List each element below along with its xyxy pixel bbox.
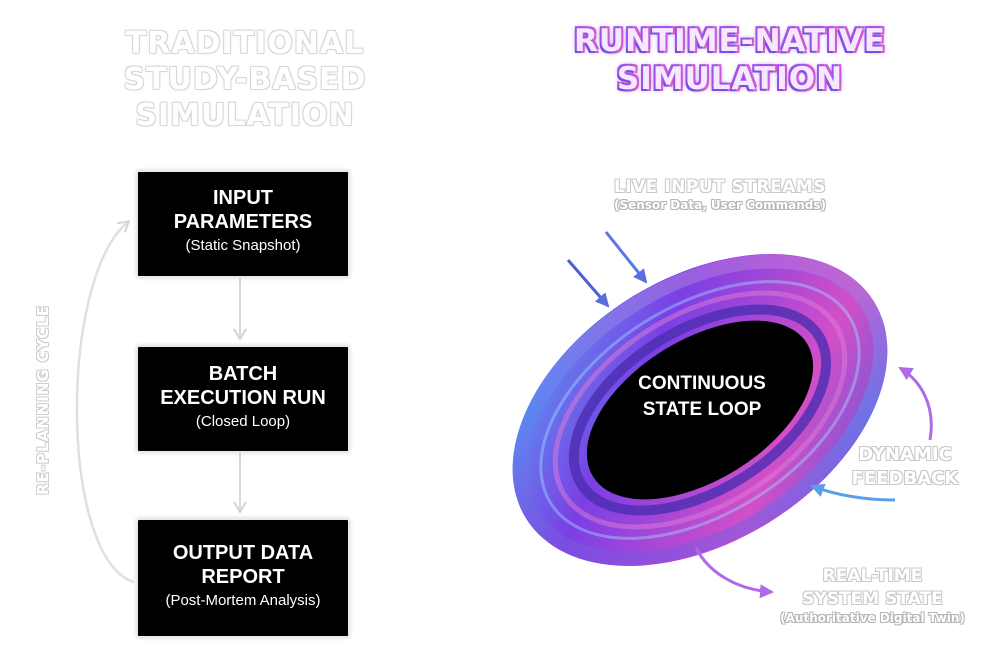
input-box-title-line-2: PARAMETERS bbox=[173, 211, 313, 233]
realtime-state-line-1: REAL-TIME bbox=[822, 566, 923, 586]
right-heading-line-1: RUNTIME-NATIVE bbox=[574, 23, 886, 59]
dynamic-feedback-arrow-lower bbox=[810, 483, 896, 502]
realtime-state-arrow bbox=[694, 547, 774, 599]
dynamic-feedback-label: DYNAMIC FEEDBACK bbox=[830, 443, 980, 491]
input-box-title-line-1: INPUT bbox=[213, 187, 273, 209]
batch-execution-box: BATCH EXECUTION RUN (Closed Loop) bbox=[136, 345, 350, 453]
input-parameters-box: INPUT PARAMETERS (Static Snapshot) bbox=[136, 170, 350, 278]
left-heading-line-1: TRADITIONAL bbox=[125, 26, 365, 61]
output-box-title-line-1: OUTPUT DATA bbox=[172, 542, 314, 564]
output-box-subtitle: (Post-Mortem Analysis) bbox=[165, 592, 321, 609]
output-report-box: OUTPUT DATA REPORT (Post-Mortem Analysis… bbox=[136, 518, 350, 638]
batch-box-subtitle: (Closed Loop) bbox=[195, 413, 291, 430]
replanning-cycle-label: RE-PLANNING CYCLE bbox=[28, 270, 58, 530]
loop-label-line-1: CONTINUOUS bbox=[638, 373, 766, 394]
loop-label-line-2: STATE LOOP bbox=[642, 399, 762, 420]
realtime-system-state-label: REAL-TIME SYSTEM STATE (Authoritative Di… bbox=[755, 565, 990, 625]
live-input-subtitle: (Sensor Data, User Commands) bbox=[614, 198, 826, 212]
continuous-state-loop-label: CONTINUOUS STATE LOOP bbox=[612, 371, 792, 423]
live-input-title: LIVE INPUT STREAMS bbox=[613, 177, 827, 197]
replanning-cycle-arrow bbox=[75, 220, 135, 584]
left-heading-line-2: STUDY-BASED bbox=[123, 62, 367, 97]
batch-box-title-line-1: BATCH bbox=[208, 363, 278, 385]
live-input-streams-label: LIVE INPUT STREAMS (Sensor Data, User Co… bbox=[560, 176, 880, 212]
realtime-state-subtitle: (Authoritative Digital Twin) bbox=[780, 611, 965, 625]
realtime-state-line-2: SYSTEM STATE bbox=[802, 589, 943, 609]
left-heading-line-3: SIMULATION bbox=[135, 98, 355, 133]
continuous-loop-ring bbox=[512, 254, 888, 566]
dynamic-feedback-line-2: FEEDBACK bbox=[851, 468, 959, 489]
right-heading-line-2: SIMULATION bbox=[616, 61, 844, 97]
dynamic-feedback-line-1: DYNAMIC bbox=[858, 444, 952, 465]
replanning-cycle-text: RE-PLANNING CYCLE bbox=[34, 304, 52, 496]
left-panel-heading: TRADITIONAL STUDY-BASED SIMULATION bbox=[60, 26, 430, 134]
input-box-subtitle: (Static Snapshot) bbox=[185, 237, 301, 254]
live-input-arrow-1 bbox=[566, 259, 610, 308]
dynamic-feedback-arrow-upper bbox=[898, 366, 933, 441]
right-panel-heading: RUNTIME-NATIVE SIMULATION bbox=[540, 22, 920, 98]
output-box-title-line-2: REPORT bbox=[201, 566, 285, 588]
batch-box-title-line-2: EXECUTION RUN bbox=[160, 387, 326, 409]
live-input-arrow-2 bbox=[604, 231, 648, 284]
